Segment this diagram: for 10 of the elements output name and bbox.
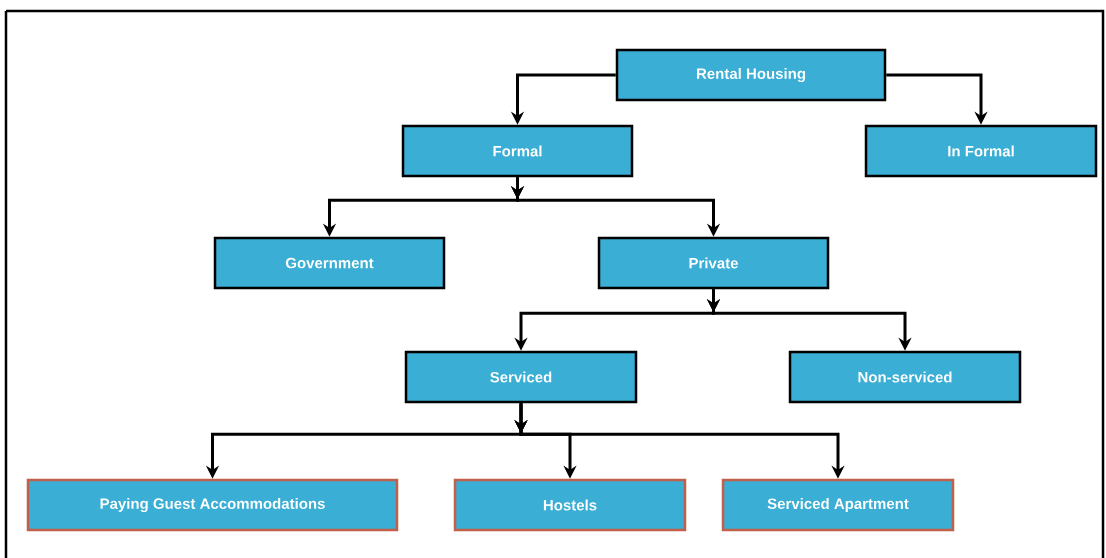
category-box: In Formal [864, 124, 1098, 178]
category-box: Government [213, 236, 446, 290]
category-box: Rental Housing [615, 48, 887, 102]
category-box: Serviced [404, 350, 638, 404]
category-box: Serviced Apartment [721, 478, 955, 532]
category-box: Non-serviced [788, 350, 1022, 404]
category-box: Paying Guest Accommodations [26, 478, 399, 532]
category-box: Private [597, 236, 830, 290]
category-box: Formal [401, 124, 634, 178]
category-box: Hostels [453, 478, 687, 532]
